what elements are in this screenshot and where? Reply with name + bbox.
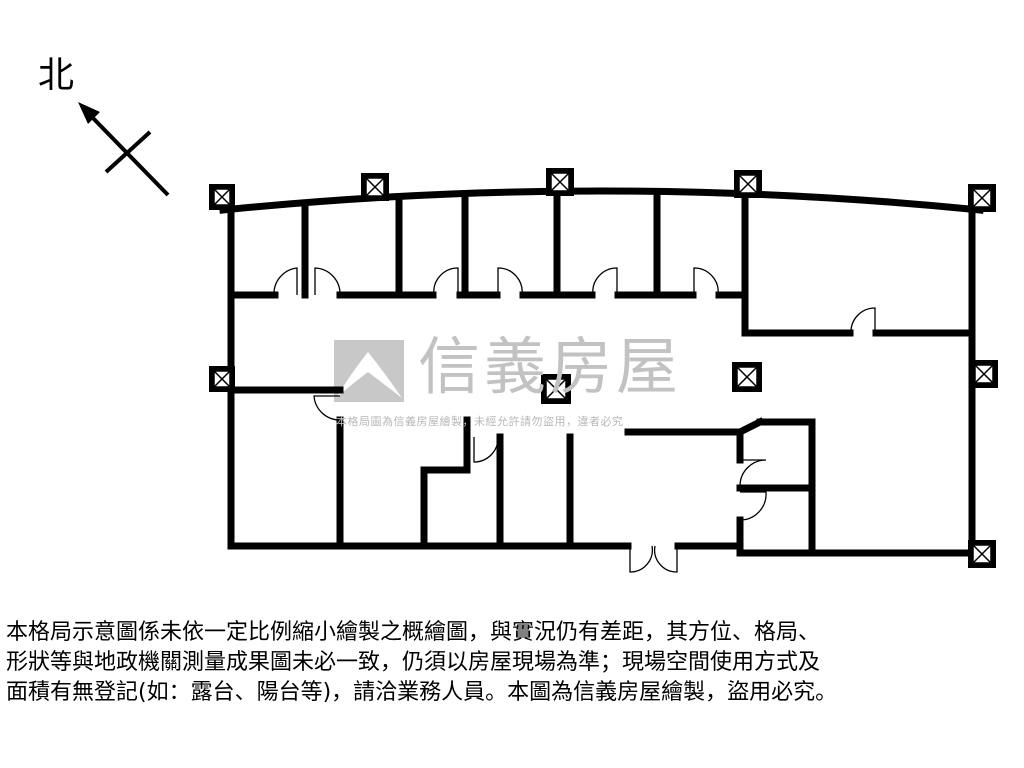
column (968, 184, 996, 212)
column (970, 360, 998, 388)
column (546, 168, 574, 196)
top-rooms-walls (227, 191, 976, 337)
sinyi-logo-icon (334, 340, 404, 402)
structural-columns (209, 168, 998, 568)
disclaimer-line: 本格局示意圖係未依一定比例縮小繪製之概繪圖，與實況仍有差距，其方位、格局、 (6, 620, 821, 645)
column (541, 374, 571, 404)
floor-plan (78, 102, 998, 573)
column (734, 170, 762, 198)
watermark-brand: 信義房屋 (418, 330, 683, 403)
column (968, 540, 996, 568)
lower-rooms-walls (227, 386, 816, 557)
column (361, 173, 389, 201)
disclaimer-line: 面積有無登記(如：露台、陽台等)，請洽業務人員。本圖為信義房屋繪製，盜用必究。 (6, 680, 838, 705)
north-arrow-icon (78, 102, 170, 197)
door-swings (273, 267, 876, 573)
column (209, 366, 235, 392)
north-label: 北 (38, 55, 75, 96)
watermark-notice: 本格局圖為信義房屋繪製，未經允許請勿盜用，違者必究 (336, 415, 624, 428)
column (732, 362, 762, 392)
disclaimer-line: 形狀等與地政機關測量成果圖未必一致，仍須以房屋現場為準；現場空間使用方式及 (6, 650, 821, 675)
column (209, 184, 235, 210)
disclaimer-text: 本格局示意圖係未依一定比例縮小繪製之概繪圖，與實況仍有差距，其方位、格局、 形狀… (6, 618, 1018, 708)
